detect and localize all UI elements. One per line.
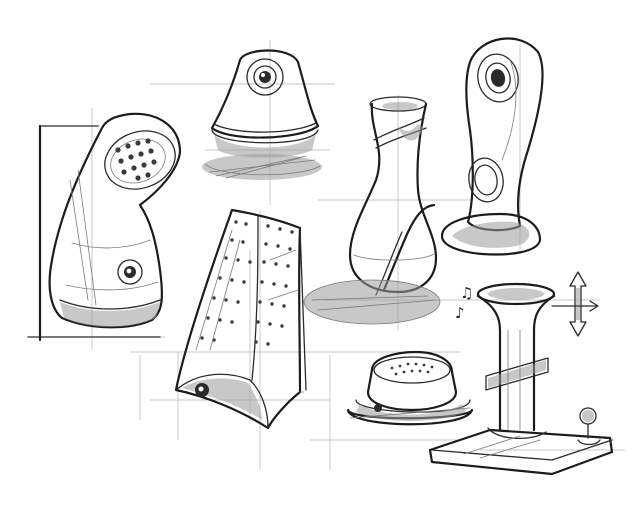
twisted-vase-speaker xyxy=(303,96,441,325)
bent-speaker-with-grille xyxy=(27,112,182,342)
perforation-holes xyxy=(200,220,294,346)
arch-tower-speaker xyxy=(440,37,544,256)
trumpet-column-speaker xyxy=(428,282,614,476)
dome-lamp-speaker xyxy=(202,49,322,180)
up-down-arrow-icon xyxy=(569,271,587,337)
speaker-grille-icon xyxy=(115,138,157,181)
puck-speaker xyxy=(346,350,474,426)
puck-grille-holes xyxy=(390,362,434,376)
music-note-icon: ♪ xyxy=(455,304,465,322)
perforated-wedge-speaker xyxy=(174,208,307,430)
right-arrow-icon xyxy=(551,300,599,312)
construction-lines xyxy=(28,40,625,470)
music-notes-icon: ♫ xyxy=(460,284,473,302)
annotations: ♪ ♫ xyxy=(455,271,599,337)
